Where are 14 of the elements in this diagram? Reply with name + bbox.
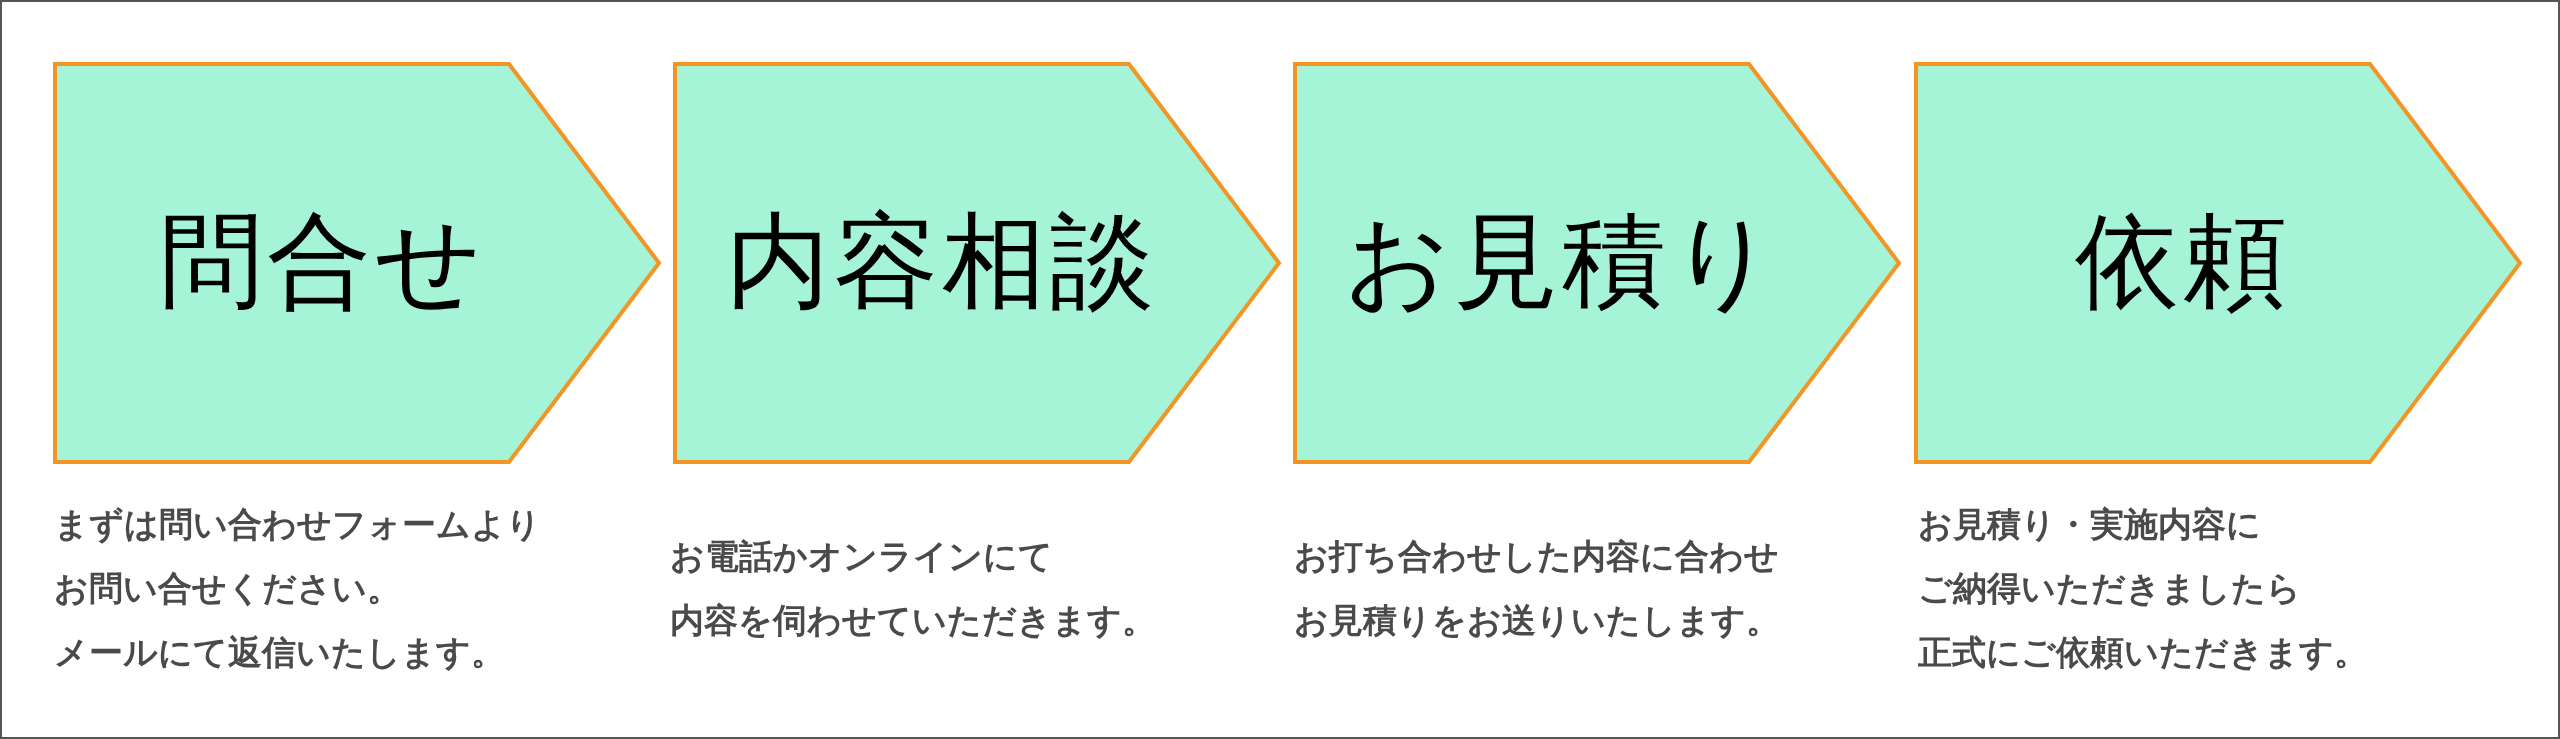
step-title: お見積り [1344,199,1780,324]
step-description: お電話かオンラインにて [670,536,1054,576]
step-description: メールにて返信いたします。 [54,632,506,672]
step-description: 内容を伺わせていただきます。 [670,600,1156,640]
step-description: お問い合せください。 [54,568,402,608]
step-description: お見積りをお送りいたします。 [1294,600,1780,640]
step-description: ご納得いただきましたら [1918,568,2302,608]
step-title: 依頼 [2075,199,2291,324]
step-description: まずは問い合わせフォームより [54,504,541,544]
step-title: 問合せ [159,199,485,324]
step-description: お打ち合わせした内容に合わせ [1294,536,1780,576]
step-description: 正式にご依頼いただきます。 [1918,632,2368,672]
step-title: 内容相談 [726,199,1158,324]
step-description: お見積り・実施内容に [1918,504,2262,544]
